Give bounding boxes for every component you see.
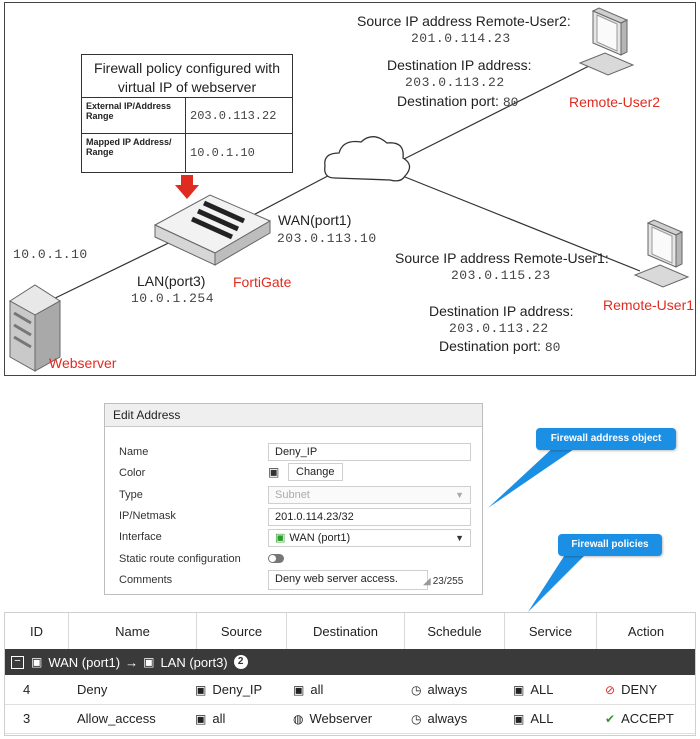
column-header-service[interactable]: Service <box>505 613 597 649</box>
remote-user2-name: Remote-User2 <box>569 94 661 110</box>
policy-action: ⊘DENY <box>605 682 658 697</box>
policy-group-row[interactable]: − ▣WAN (port1) → ▣LAN (port3) 2 <box>5 649 695 675</box>
table-row[interactable]: 3 Allow_access ▣all ◍Webserver ◷always ▣… <box>5 704 695 734</box>
column-header-action[interactable]: Action <box>627 623 665 639</box>
interface-select[interactable]: ▣WAN (port1)▼ <box>268 529 471 547</box>
collapse-icon[interactable]: − <box>11 649 24 675</box>
service-icon: ▣ <box>513 682 525 697</box>
remote-user1-port-label: Destination port: 80 <box>439 338 561 355</box>
arrow-down-icon <box>175 175 199 199</box>
cloud-icon <box>324 136 411 182</box>
mapped-ip-label: Mapped IP Address/ Range <box>82 133 186 172</box>
remote-user2-destination-ip: 203.0.113.22 <box>405 75 505 90</box>
computer-icon <box>633 219 690 288</box>
policy-name: Deny <box>77 682 108 697</box>
diagram-lines <box>9 7 690 372</box>
static-route-label: Static route configuration <box>119 553 241 565</box>
virtual-ip-box-title: Firewall policy configured with virtual … <box>94 60 280 95</box>
remote-user1-destination-ip: 203.0.113.22 <box>449 321 549 336</box>
policy-id: 3 <box>23 711 31 726</box>
remote-user2-port-label: Destination port: 80 <box>397 93 519 110</box>
schedule-icon: ◷ <box>411 711 422 726</box>
policy-schedule: ◷always <box>411 682 468 697</box>
virtual-ip-box: Firewall policy configured with virtual … <box>81 54 293 173</box>
fortigate-label: FortiGate <box>233 274 292 290</box>
ip-netmask-label: IP/Netmask <box>119 510 176 522</box>
column-header-destination[interactable]: Destination <box>287 613 405 649</box>
schedule-icon: ◷ <box>411 682 422 697</box>
policy-service: ▣ALL <box>513 682 554 697</box>
remote-user1-source-label: Source IP address Remote-User1: <box>395 250 609 266</box>
policies-callout: Firewall policies <box>558 534 662 556</box>
comments-input[interactable]: Deny web server access. <box>268 570 428 590</box>
chevron-down-icon: ▼ <box>455 490 464 500</box>
address-icon: ▣ <box>195 711 207 726</box>
change-color-button[interactable]: Change <box>288 463 343 481</box>
static-route-toggle[interactable] <box>268 554 284 563</box>
color-label: Color <box>119 467 146 479</box>
policy-count-badge: 2 <box>233 655 248 669</box>
chevron-down-icon: ▼ <box>455 533 464 543</box>
policy-name: Allow_access <box>77 711 156 726</box>
external-ip-label: External IP/Address Range <box>82 97 186 134</box>
ip-netmask-input[interactable]: 201.0.114.23/32 <box>268 508 471 526</box>
webserver-ip: 10.0.1.10 <box>13 247 88 262</box>
wan-port-ip: 203.0.113.10 <box>277 231 377 246</box>
remote-user2-destination-label: Destination IP address: <box>387 57 532 73</box>
interface-port-icon: ▣ <box>275 532 286 544</box>
type-select[interactable]: Subnet▼ <box>268 486 471 504</box>
remote-user2-source-label: Source IP address Remote-User2: <box>357 13 571 29</box>
column-header-name[interactable]: Name <box>69 613 197 649</box>
interface-port-icon: ▣ <box>143 655 155 669</box>
interface-port-icon: ▣ <box>31 655 43 669</box>
server-icon <box>9 284 61 372</box>
table-header: ID Name Source Destination Schedule Serv… <box>5 613 695 650</box>
remote-user1-source-ip: 203.0.115.23 <box>451 268 551 283</box>
remote-user1-destination-label: Destination IP address: <box>429 303 574 319</box>
policy-table: ID Name Source Destination Schedule Serv… <box>4 612 696 736</box>
lan-port-ip: 10.0.1.254 <box>131 291 215 306</box>
remote-user1-name: Remote-User1 <box>603 297 695 313</box>
mapped-ip-value: 10.0.1.10 <box>185 133 292 172</box>
table-row[interactable]: 4 Deny ▣Deny_IP ▣all ◷always ▣ALL ⊘DENY <box>5 675 695 705</box>
column-header-source[interactable]: Source <box>197 613 287 649</box>
policy-service: ▣ALL <box>513 711 554 726</box>
policy-group-label: ▣WAN (port1) → ▣LAN (port3) 2 <box>31 649 248 675</box>
interface-label: Interface <box>119 531 162 543</box>
policy-source: ▣Deny_IP <box>195 682 263 697</box>
address-icon: ▣ <box>293 682 305 697</box>
comments-label: Comments <box>119 574 173 586</box>
address-icon: ▣ <box>195 682 207 697</box>
webserver-label: Webserver <box>49 355 117 371</box>
lan-port-label: LAN(port3) <box>137 273 206 289</box>
policy-action: ✔ACCEPT <box>605 711 674 726</box>
dialog-title: Edit Address <box>105 404 482 427</box>
fortigate-device-icon <box>153 194 272 266</box>
vip-icon: ◍ <box>293 711 304 726</box>
policy-schedule: ◷always <box>411 711 468 726</box>
service-icon: ▣ <box>513 711 525 726</box>
external-ip-value: 203.0.113.22 <box>185 97 292 134</box>
deny-icon: ⊘ <box>605 682 616 697</box>
address-object-callout: Firewall address object <box>536 428 676 450</box>
policy-id: 4 <box>23 682 31 697</box>
type-label: Type <box>119 489 143 501</box>
column-header-id[interactable]: ID <box>5 613 69 649</box>
name-input[interactable]: Deny_IP <box>268 443 471 461</box>
accept-check-icon: ✔ <box>605 711 616 726</box>
edit-address-dialog: Edit Address Name Deny_IP Color ▣ Change… <box>104 403 483 595</box>
network-diagram: Firewall policy configured with virtual … <box>4 2 696 376</box>
policy-destination: ▣all <box>293 682 324 697</box>
remote-user2-source-ip: 201.0.114.23 <box>411 31 511 46</box>
column-header-schedule[interactable]: Schedule <box>405 613 505 649</box>
color-swatch-icon: ▣ <box>268 465 280 479</box>
policy-destination: ◍Webserver <box>293 711 373 726</box>
comments-counter: ◢23/255 <box>423 576 464 587</box>
computer-icon <box>578 7 635 76</box>
policy-source: ▣all <box>195 711 226 726</box>
wan-port-label: WAN(port1) <box>278 212 352 228</box>
resize-handle-icon: ◢ <box>423 576 431 587</box>
name-label: Name <box>119 446 149 458</box>
